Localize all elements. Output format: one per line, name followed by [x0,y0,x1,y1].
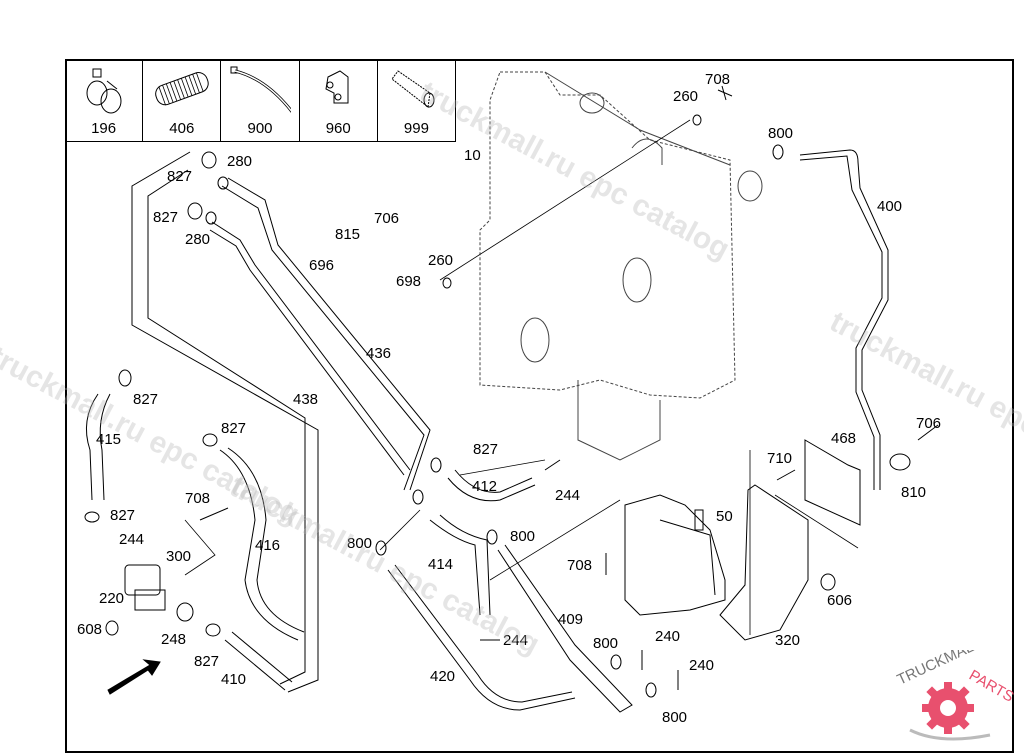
callout-827[interactable]: 827 [153,209,179,226]
leader-lines [184,119,859,635]
callout-827[interactable]: 827 [194,653,220,670]
callout-220[interactable]: 220 [99,590,125,607]
callout-708[interactable]: 708 [705,71,731,88]
callout-320[interactable]: 320 [775,632,801,649]
callout-260[interactable]: 260 [428,252,454,269]
legend-item[interactable]: 196 [65,59,144,141]
callout-410[interactable]: 410 [221,671,247,688]
callout-420[interactable]: 420 [430,668,456,685]
callout-710[interactable]: 710 [767,450,793,467]
callout-827[interactable]: 827 [167,168,193,185]
callout-280[interactable]: 280 [185,231,211,248]
clip-bracket-icon [325,70,349,104]
gear-icon [909,682,991,741]
hose-420[interactable] [387,564,576,711]
logo-text-parts: PARTS [966,667,1017,706]
hose-410[interactable] [224,631,293,691]
legend-number: 406 [169,120,195,137]
direction-arrow-icon [107,659,161,695]
callout-412[interactable]: 412 [472,478,498,495]
callout-696[interactable]: 696 [309,257,335,274]
callout-240[interactable]: 240 [689,657,715,674]
callout-800[interactable]: 800 [347,535,373,552]
callout-436[interactable]: 436 [366,345,392,362]
legend-number: 960 [325,120,351,137]
callout-827[interactable]: 827 [110,507,136,524]
bracket-320[interactable] [719,484,809,641]
legend-item[interactable]: 406 [143,59,222,141]
callout-800[interactable]: 800 [510,528,536,545]
plate-468[interactable] [804,439,861,526]
legend-item[interactable]: 900 [221,59,300,141]
legend-number: 900 [247,120,273,137]
callout-248[interactable]: 248 [161,631,187,648]
truckmall-parts-logo: TRUCKMALL PARTS [895,650,1017,741]
callout-827[interactable]: 827 [473,441,499,458]
callout-815[interactable]: 815 [335,226,361,243]
callout-50[interactable]: 50 [716,508,733,525]
callout-800[interactable]: 800 [593,635,619,652]
hose-415[interactable] [85,393,111,501]
callout-416[interactable]: 416 [255,537,281,554]
callout-244[interactable]: 244 [503,632,529,649]
callout-608[interactable]: 608 [77,621,103,638]
callout-244[interactable]: 244 [555,487,581,504]
legend-number: 999 [403,120,429,137]
callout-800[interactable]: 800 [662,709,688,726]
callout-280[interactable]: 280 [227,153,253,170]
callout-810[interactable]: 810 [901,484,927,501]
cable-tie-icon [230,66,292,113]
legend-item[interactable]: 999 [378,59,455,141]
hose-409[interactable] [497,544,633,713]
callout-606[interactable]: 606 [827,592,853,609]
hose-438[interactable] [131,151,319,693]
legend-number: 196 [91,120,117,137]
callout-438[interactable]: 438 [293,391,319,408]
hose-436[interactable] [221,177,431,491]
callout-415[interactable]: 415 [96,431,122,448]
callout-698[interactable]: 698 [396,273,422,290]
callout-244[interactable]: 244 [119,531,145,548]
callout-414[interactable]: 414 [428,556,454,573]
hose-clamp-pair-icon [86,68,122,114]
callout-800[interactable]: 800 [768,125,794,142]
hose-416[interactable] [219,447,305,641]
corrugated-sleeve-icon [155,72,209,106]
callout-260[interactable]: 260 [673,88,699,105]
callout-708[interactable]: 708 [185,490,211,507]
valve-220[interactable] [124,564,166,611]
callout-300[interactable]: 300 [166,548,192,565]
callout-10[interactable]: 10 [464,147,481,164]
callout-400[interactable]: 400 [877,198,903,215]
callout-706[interactable]: 706 [916,415,942,432]
hose-280-line[interactable] [209,221,411,476]
tank-part[interactable] [479,71,763,461]
legend-item[interactable]: 960 [300,59,378,141]
hose-sleeve-icon [391,70,435,108]
callout-827[interactable]: 827 [133,391,159,408]
hose-412[interactable] [447,469,536,502]
callout-409[interactable]: 409 [558,611,584,628]
callout-240[interactable]: 240 [655,628,681,645]
callout-827[interactable]: 827 [221,420,247,437]
legend-table: 196 406 900 9 [65,59,456,142]
callout-708[interactable]: 708 [567,557,593,574]
tube-400[interactable] [799,149,889,490]
callout-468[interactable]: 468 [831,430,857,447]
heater-unit-50[interactable] [624,494,726,616]
fittings [84,85,939,698]
callout-706[interactable]: 706 [374,210,400,227]
